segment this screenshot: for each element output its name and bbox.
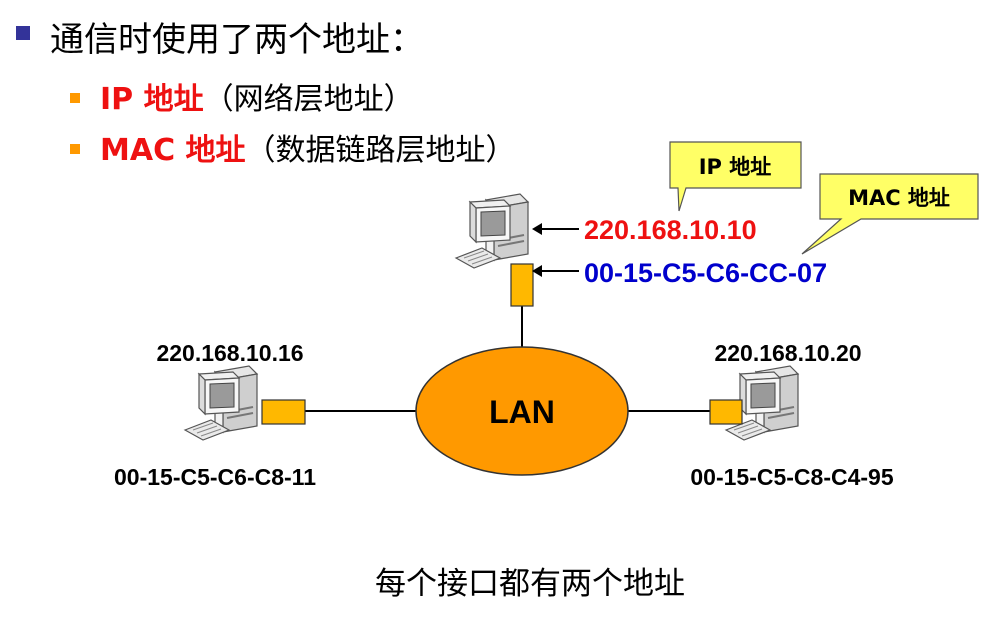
- caption: 每个接口都有两个地址: [375, 566, 685, 602]
- computer-top-icon: [455, 193, 529, 269]
- lan-label: LAN: [489, 394, 555, 430]
- bullet-marker-mac: [70, 144, 80, 154]
- callout-mac-label: MAC 地址: [848, 186, 950, 210]
- arrow-ip-head: [532, 223, 542, 235]
- host-top-ip: 220.168.10.10: [584, 215, 757, 245]
- nic-left: [261, 399, 306, 425]
- bullet-ip-term: IP 地址: [100, 82, 204, 117]
- host-left-mac: 00-15-C5-C6-C8-11: [114, 464, 316, 490]
- computer-left-icon: [184, 365, 258, 441]
- bullet-ip-desc: （网络层地址）: [203, 82, 414, 117]
- callout-ip-label: IP 地址: [699, 155, 772, 179]
- host-right-ip: 220.168.10.20: [714, 340, 861, 366]
- bullet-mac-term: MAC 地址: [100, 133, 246, 168]
- bullet-mac-desc: （数据链路层地址）: [245, 133, 516, 168]
- nic-top: [510, 263, 534, 307]
- callout-mac-box: [801, 173, 979, 255]
- host-right-mac: 00-15-C5-C8-C4-95: [690, 464, 893, 490]
- heading-bullet: [16, 26, 30, 40]
- host-left-ip: 220.168.10.16: [156, 340, 303, 366]
- arrow-mac-head: [532, 265, 542, 277]
- nic-right: [709, 399, 743, 425]
- bullet-marker-ip: [70, 93, 80, 103]
- bullet-mac: MAC 地址（数据链路层地址）: [100, 125, 516, 169]
- lan-cloud: [415, 346, 629, 476]
- host-top-mac: 00-15-C5-C6-CC-07: [584, 258, 827, 288]
- heading: 通信时使用了两个地址：: [50, 20, 424, 60]
- callout-ip-box: [669, 141, 802, 212]
- bullet-ip: IP 地址（网络层地址）: [100, 74, 414, 118]
